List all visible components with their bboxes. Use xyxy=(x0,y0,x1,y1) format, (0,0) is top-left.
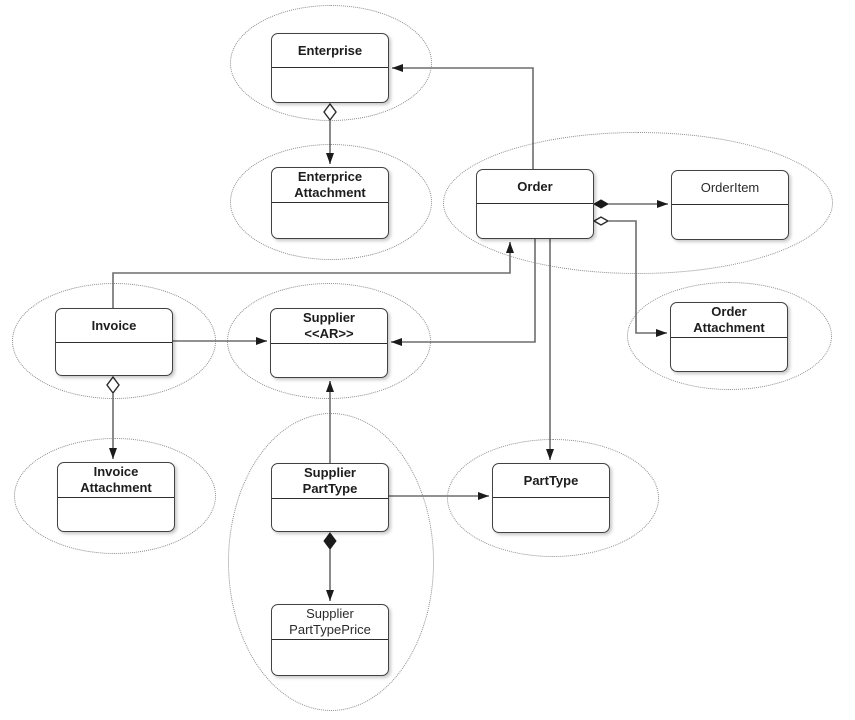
class-box-enterprice-attachment[interactable]: Enterprice Attachment xyxy=(271,167,389,239)
class-title: OrderItem xyxy=(672,171,788,205)
group-ellipse-parttype[interactable] xyxy=(447,439,659,557)
class-attributes-compartment xyxy=(671,338,787,371)
group-ellipse-order-orderitem[interactable] xyxy=(443,132,833,274)
edge-invoice-to-order[interactable] xyxy=(112,242,514,308)
group-ellipse-supplier-parttype[interactable] xyxy=(228,413,434,711)
edge-line xyxy=(392,64,534,169)
edge-order-to-supplier[interactable] xyxy=(391,239,536,346)
composition-diamond-icon xyxy=(323,532,337,550)
edge-order-to-enterprise[interactable] xyxy=(392,64,534,169)
class-attributes-compartment xyxy=(272,68,388,102)
group-ellipse-enterprise[interactable] xyxy=(230,5,432,121)
class-title: Invoice Attachment xyxy=(58,463,174,498)
edge-order-to-order-attachment[interactable] xyxy=(592,216,667,337)
class-attributes-compartment xyxy=(272,499,388,531)
class-title: Order Attachment xyxy=(671,303,787,338)
composition-diamond-icon xyxy=(592,199,610,209)
edge-enterprise-to-enterprice-attachment[interactable] xyxy=(323,102,337,164)
class-title: Order xyxy=(477,170,593,204)
class-title: Enterprise xyxy=(272,34,388,68)
class-attributes-compartment xyxy=(272,203,388,238)
class-attributes-compartment xyxy=(58,498,174,531)
edge-line xyxy=(112,242,514,308)
class-box-enterprise[interactable]: Enterprise xyxy=(271,33,389,103)
class-box-invoice-attachment[interactable]: Invoice Attachment xyxy=(57,462,175,532)
class-box-order-attachment[interactable]: Order Attachment xyxy=(670,302,788,372)
class-title: Supplier PartTypePrice xyxy=(272,605,388,640)
class-attributes-compartment xyxy=(271,344,387,377)
edge-line xyxy=(391,239,536,346)
class-box-supplier-parttype-price[interactable]: Supplier PartTypePrice xyxy=(271,604,389,676)
class-attributes-compartment xyxy=(493,498,609,532)
class-attributes-compartment xyxy=(272,640,388,675)
aggregation-diamond-icon xyxy=(592,216,610,226)
class-box-supplier[interactable]: Supplier <<AR>> xyxy=(270,308,388,378)
class-attributes-compartment xyxy=(477,204,593,238)
aggregation-diamond-icon xyxy=(323,102,337,122)
class-title: Invoice xyxy=(56,309,172,343)
class-attributes-compartment xyxy=(56,343,172,375)
edge-line xyxy=(608,220,667,337)
class-title: Supplier PartType xyxy=(272,464,388,499)
class-title: Enterprice Attachment xyxy=(272,168,388,203)
class-title: PartType xyxy=(493,464,609,498)
class-attributes-compartment xyxy=(672,205,788,239)
class-box-parttype[interactable]: PartType xyxy=(492,463,610,533)
class-box-orderitem[interactable]: OrderItem xyxy=(671,170,789,240)
class-box-supplier-parttype[interactable]: Supplier PartType xyxy=(271,463,389,532)
aggregation-diamond-icon xyxy=(106,375,120,395)
class-title: Supplier <<AR>> xyxy=(271,309,387,344)
edge-supplier-parttype-to-supplier-parttype-price[interactable] xyxy=(323,532,337,601)
edge-invoice-to-invoice-attachment[interactable] xyxy=(106,375,120,459)
group-ellipse-order-attachment[interactable] xyxy=(627,282,832,390)
class-box-invoice[interactable]: Invoice xyxy=(55,308,173,376)
group-ellipse-enterprice-attachment[interactable] xyxy=(230,144,432,260)
class-box-order[interactable]: Order xyxy=(476,169,594,239)
group-ellipse-invoice-attachment[interactable] xyxy=(14,438,216,554)
edge-order-to-orderitem[interactable] xyxy=(592,199,668,209)
